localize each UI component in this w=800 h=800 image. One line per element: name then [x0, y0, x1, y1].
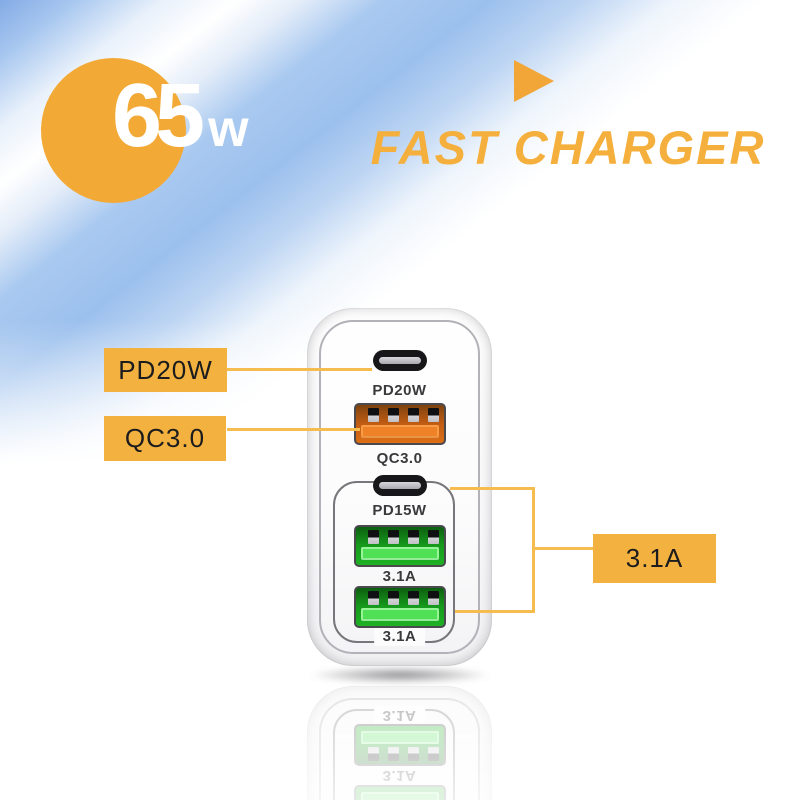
usb-pin [367, 530, 379, 544]
port-label-31a-2: 3.1A [373, 706, 426, 724]
usb-c-tongue [378, 482, 421, 489]
wattage-badge: 65 w [112, 66, 249, 166]
charger-device: PD20W QC3.0 PD15W 3.1A 3.1A [307, 686, 492, 800]
bracket-line-vertical [532, 487, 535, 613]
usb-pin [427, 747, 439, 761]
port-label-qc30: QC3.0 [376, 450, 423, 467]
usb-a-tongue [360, 547, 439, 560]
usb-pin [367, 408, 379, 422]
usb-pin [407, 530, 419, 544]
usb-a-tongue [360, 731, 439, 744]
usb-a-port-31a-1 [353, 525, 446, 567]
usb-a-tongue [360, 792, 439, 800]
usb-c-tongue [378, 357, 421, 364]
usb-pin [407, 747, 419, 761]
usb-pin [367, 747, 379, 761]
port-label-31a-2: 3.1A [373, 628, 426, 646]
usb-c-port-pd15w [372, 475, 427, 496]
usb-pin [387, 530, 399, 544]
usb-c-port-pd20w [372, 350, 427, 371]
play-triangle-icon [514, 60, 554, 102]
port-label-pd20w: PD20W [372, 382, 427, 399]
usb-a-port-qc30 [353, 403, 446, 445]
port-label-pd15w: PD15W [372, 502, 427, 519]
usb-a-tongue [360, 608, 439, 621]
callout-31a: 3.1A [593, 534, 716, 583]
wattage-unit: w [208, 100, 249, 158]
bracket-line-bottom [455, 610, 535, 613]
bracket-line-top [450, 487, 535, 490]
usb-pin [427, 530, 439, 544]
wattage-badge-circle [41, 58, 186, 203]
usb-a-port-31a-2 [353, 586, 446, 628]
leader-line-pd20w [227, 368, 372, 371]
usb-a-tongue [360, 425, 439, 438]
charger-reflection: PD20W QC3.0 PD15W 3.1A 3.1A [307, 686, 492, 800]
callout-pd20w: PD20W [104, 348, 227, 392]
usb-pin [387, 747, 399, 761]
charger-floor-shadow [308, 666, 492, 684]
usb-pin [407, 408, 419, 422]
usb-pin [387, 408, 399, 422]
usb-a-port-31a-1 [353, 785, 446, 800]
wattage-value: 65 [112, 66, 205, 166]
usb-pin [407, 591, 419, 605]
bracket-line-middle [532, 547, 593, 550]
leader-line-qc30 [227, 428, 360, 431]
headline-title: FAST CHARGER [370, 121, 766, 174]
usb-pin [387, 591, 399, 605]
usb-pin [427, 591, 439, 605]
port-label-31a-1: 3.1A [382, 568, 417, 585]
callout-qc30: QC3.0 [104, 416, 226, 461]
usb-pin [427, 408, 439, 422]
usb-pin [367, 591, 379, 605]
port-label-31a-1: 3.1A [382, 767, 417, 784]
usb-a-port-31a-2 [353, 724, 446, 766]
